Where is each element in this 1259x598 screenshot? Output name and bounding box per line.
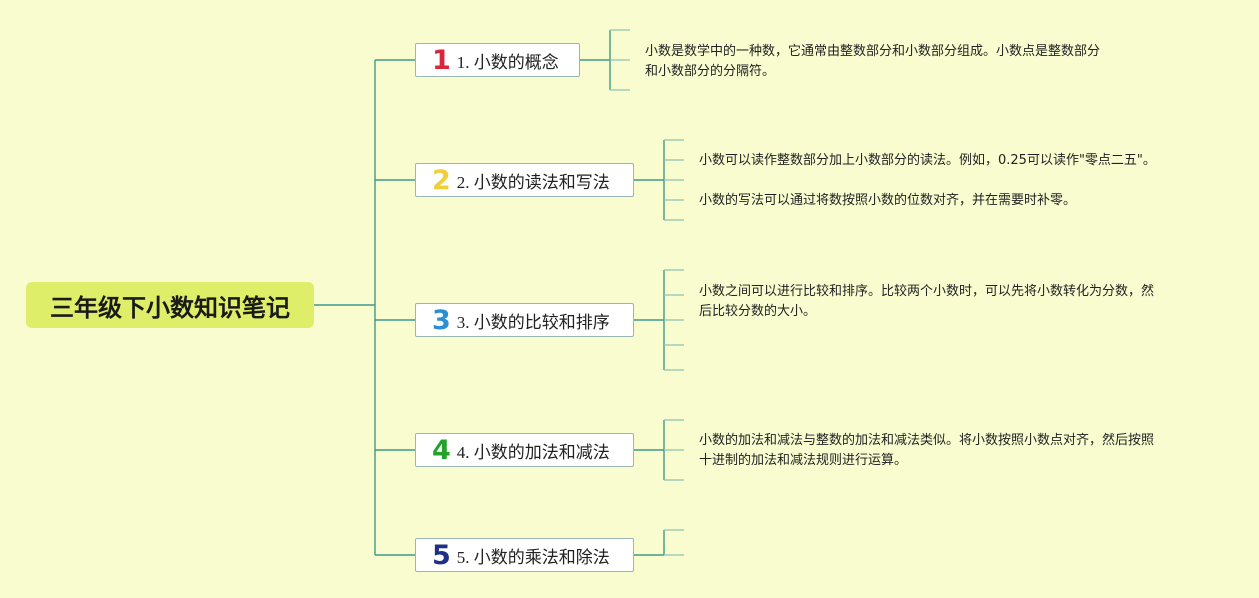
branch-2[interactable]: 2 2. 小数的读法和写法 bbox=[415, 163, 634, 197]
note-line: 小数之间可以进行比较和排序。比较两个小数时，可以先将小数转化为分数，然 bbox=[699, 284, 1155, 299]
branch-1-ticks bbox=[610, 29, 630, 91]
branch-4-note-1[interactable]: 小数的加法和减法与整数的加法和减法类似。将小数按照小数点对齐，然后按照 十进制的… bbox=[699, 431, 1154, 471]
branch-3-label: 3. 小数的比较和排序 bbox=[456, 312, 610, 332]
branch-5-label: 5. 小数的乘法和除法 bbox=[456, 547, 610, 567]
branch-2-connectors bbox=[634, 140, 665, 220]
root-connectors bbox=[314, 59, 415, 556]
branch-2-ticks bbox=[664, 139, 684, 221]
branch-5[interactable]: 5 5. 小数的乘法和除法 bbox=[415, 538, 634, 572]
branch-2-note-2[interactable]: 小数的写法可以通过将数按照小数的位数对齐，并在需要时补零。 bbox=[699, 191, 1076, 211]
branch-1-label: 1. 小数的概念 bbox=[456, 52, 559, 72]
note-line: 和小数部分的分隔符。 bbox=[645, 64, 776, 79]
branch-4-label: 4. 小数的加法和减法 bbox=[456, 442, 610, 462]
branch-3[interactable]: 3 3. 小数的比较和排序 bbox=[415, 303, 634, 337]
root-topic[interactable]: 三年级下小数知识笔记 bbox=[26, 282, 314, 328]
branch-4-ticks bbox=[664, 419, 684, 481]
note-line: 小数的加法和减法与整数的加法和减法类似。将小数按照小数点对齐，然后按照 bbox=[699, 433, 1155, 448]
note-line: 小数可以读作整数部分加上小数部分的读法。例如，0.25可以读作"零点二五"。 bbox=[699, 153, 1156, 168]
branch-1-connectors bbox=[580, 30, 611, 90]
branch-5-ticks bbox=[664, 529, 684, 556]
branch-2-note-1[interactable]: 小数可以读作整数部分加上小数部分的读法。例如，0.25可以读作"零点二五"。 bbox=[699, 151, 1156, 171]
number-4-icon: 4 bbox=[432, 434, 451, 466]
note-line: 小数的写法可以通过将数按照小数的位数对齐，并在需要时补零。 bbox=[699, 193, 1077, 208]
number-2-icon: 2 bbox=[432, 164, 451, 196]
branch-3-note-1[interactable]: 小数之间可以进行比较和排序。比较两个小数时，可以先将小数转化为分数，然 后比较分… bbox=[699, 282, 1154, 322]
branch-5-connectors bbox=[634, 530, 665, 556]
note-line: 小数是数学中的一种数，它通常由整数部分和小数部分组成。小数点是整数部分 bbox=[645, 44, 1101, 59]
number-5-icon: 5 bbox=[432, 539, 451, 571]
note-line: 十进制的加法和减法规则进行运算。 bbox=[699, 453, 908, 468]
branch-4-connectors bbox=[634, 420, 665, 480]
branch-3-connectors bbox=[634, 270, 665, 370]
note-line: 后比较分数的大小。 bbox=[699, 304, 817, 319]
branch-3-ticks bbox=[664, 269, 684, 371]
branch-1[interactable]: 1 1. 小数的概念 bbox=[415, 43, 580, 77]
branch-1-note-1[interactable]: 小数是数学中的一种数，它通常由整数部分和小数部分组成。小数点是整数部分 和小数部… bbox=[645, 42, 1100, 82]
number-3-icon: 3 bbox=[432, 304, 451, 336]
number-1-icon: 1 bbox=[432, 44, 451, 76]
branch-2-label: 2. 小数的读法和写法 bbox=[456, 172, 610, 192]
branch-4[interactable]: 4 4. 小数的加法和减法 bbox=[415, 433, 634, 467]
